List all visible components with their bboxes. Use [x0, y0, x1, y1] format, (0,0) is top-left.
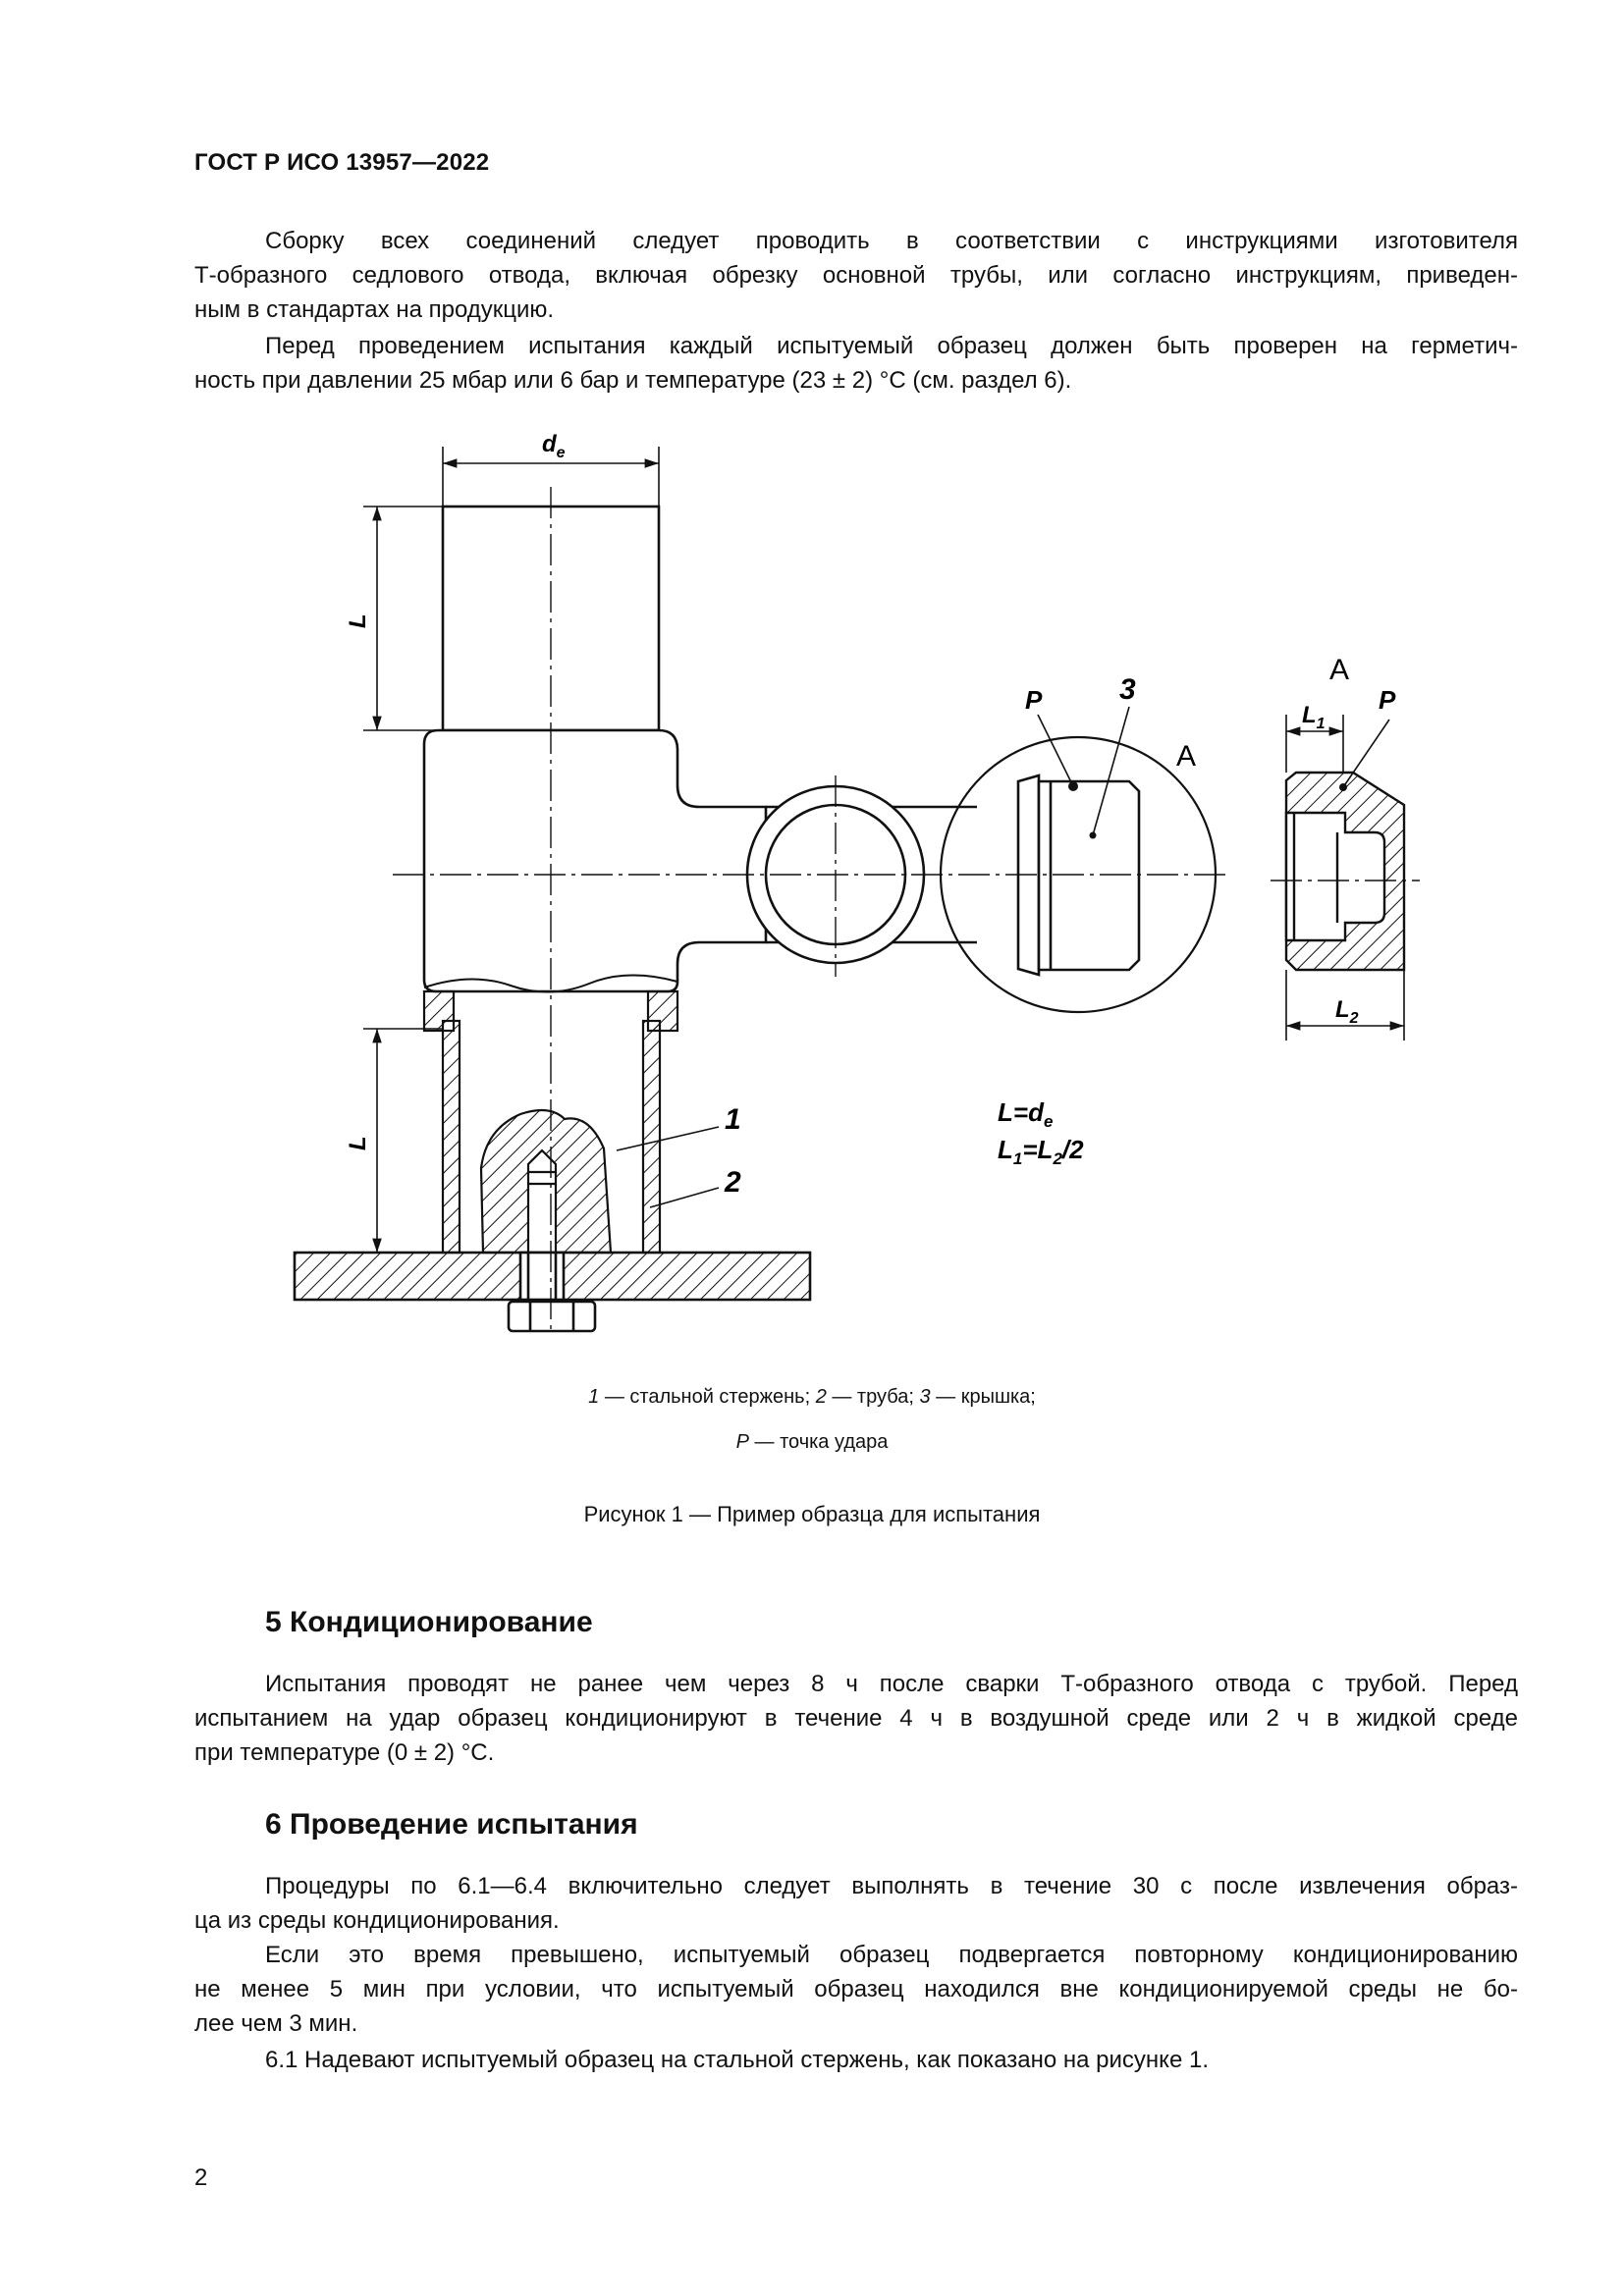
section-6-heading: 6 Проведение испытания	[265, 1808, 638, 1841]
s6-p1-line-2: ца из среды кондиционирования.	[194, 1907, 560, 1934]
label-a-main: A	[1176, 740, 1196, 773]
figure-caption: Рисунок 1 — Пример образца для испытания	[583, 1502, 1041, 1526]
tee-assembly	[422, 505, 1218, 1014]
s5-line-2: испытанием на удар образец кондиционирую…	[194, 1705, 1518, 1732]
dimension-lines	[363, 447, 1405, 1254]
s6-p3-line-1: 6.1 Надевают испытуемый образец на сталь…	[265, 2047, 1209, 2073]
s5-line-3: при температуре (0 ± 2) °C.	[194, 1739, 495, 1766]
formula-l1-equals-l2-half: L1=L2/2	[998, 1135, 1084, 1168]
intro-p2-line-1: Перед проведением испытания каждый испыт…	[265, 333, 1518, 359]
intro-p2-line-2: ность при давлении 25 мбар или 6 бар и т…	[194, 367, 1072, 394]
figure-1-drawing: de L L P 3 A A L1 P L2 1 2 L=de L1=L2/2	[293, 431, 1420, 1335]
pipe-walls	[422, 989, 679, 1255]
label-a-detail: A	[1329, 654, 1349, 686]
intro-paragraph-2: Перед проведением испытания каждый испыт…	[194, 329, 1518, 398]
dim-label-l-top: L	[345, 614, 371, 628]
label-callout-1: 1	[725, 1103, 741, 1136]
s6-p2-line-3: лее чем 3 мин.	[194, 2010, 358, 2037]
dim-label-l-bottom: L	[345, 1136, 371, 1150]
figure-legend-line-2: P — точка удара	[735, 1431, 889, 1453]
center-lines	[393, 487, 1420, 1335]
intro-paragraph-1: Сборку всех соединений следует проводить…	[194, 224, 1518, 327]
label-callout-2: 2	[724, 1166, 741, 1199]
dim-label-l2: L2	[1335, 996, 1359, 1027]
section-5-heading: 5 Кондиционирование	[265, 1606, 593, 1638]
intro-p1-line-2: Т-образного седлового отвода, включая об…	[194, 262, 1518, 289]
intro-p1-line-3: ным в стандартах на продукцию.	[194, 296, 555, 323]
figure-legend-line-1: 1 — стальной стержень; 2 — труба; 3 — кр…	[588, 1386, 1036, 1408]
intro-p1-line-1: Сборку всех соединений следует проводить…	[265, 228, 1518, 254]
dim-label-de: de	[542, 431, 566, 461]
label-p-main: P	[1025, 685, 1043, 715]
s6-p1-line-1: Процедуры по 6.1—6.4 включительно следуе…	[265, 1873, 1518, 1899]
label-callout-3: 3	[1119, 673, 1136, 706]
section-a-detail	[1284, 771, 1406, 972]
section-6-paragraph-1: Процедуры по 6.1—6.4 включительно следуе…	[194, 1869, 1518, 1938]
formula-l-equals-de: L=de	[998, 1097, 1053, 1131]
section-5-paragraph: Испытания проводят не ранее чем через 8 …	[194, 1667, 1518, 1770]
label-p-detail: P	[1379, 685, 1396, 715]
s6-p2-line-2: не менее 5 мин при условии, что испытуем…	[194, 1976, 1518, 2002]
section-6-paragraph-3: 6.1 Надевают испытуемый образец на сталь…	[194, 2043, 1518, 2077]
steel-rod-cutaway	[479, 1108, 613, 1255]
s5-line-1: Испытания проводят не ранее чем через 8 …	[265, 1671, 1518, 1697]
page-number: 2	[194, 2164, 208, 2191]
dim-label-l1: L1	[1302, 702, 1326, 732]
base-plate	[293, 1251, 812, 1333]
section-6-paragraph-2: Если это время превышено, испытуемый обр…	[194, 1938, 1518, 2041]
document-header: ГОСТ Р ИСО 13957—2022	[194, 149, 490, 176]
s6-p2-line-1: Если это время превышено, испытуемый обр…	[265, 1942, 1518, 1968]
